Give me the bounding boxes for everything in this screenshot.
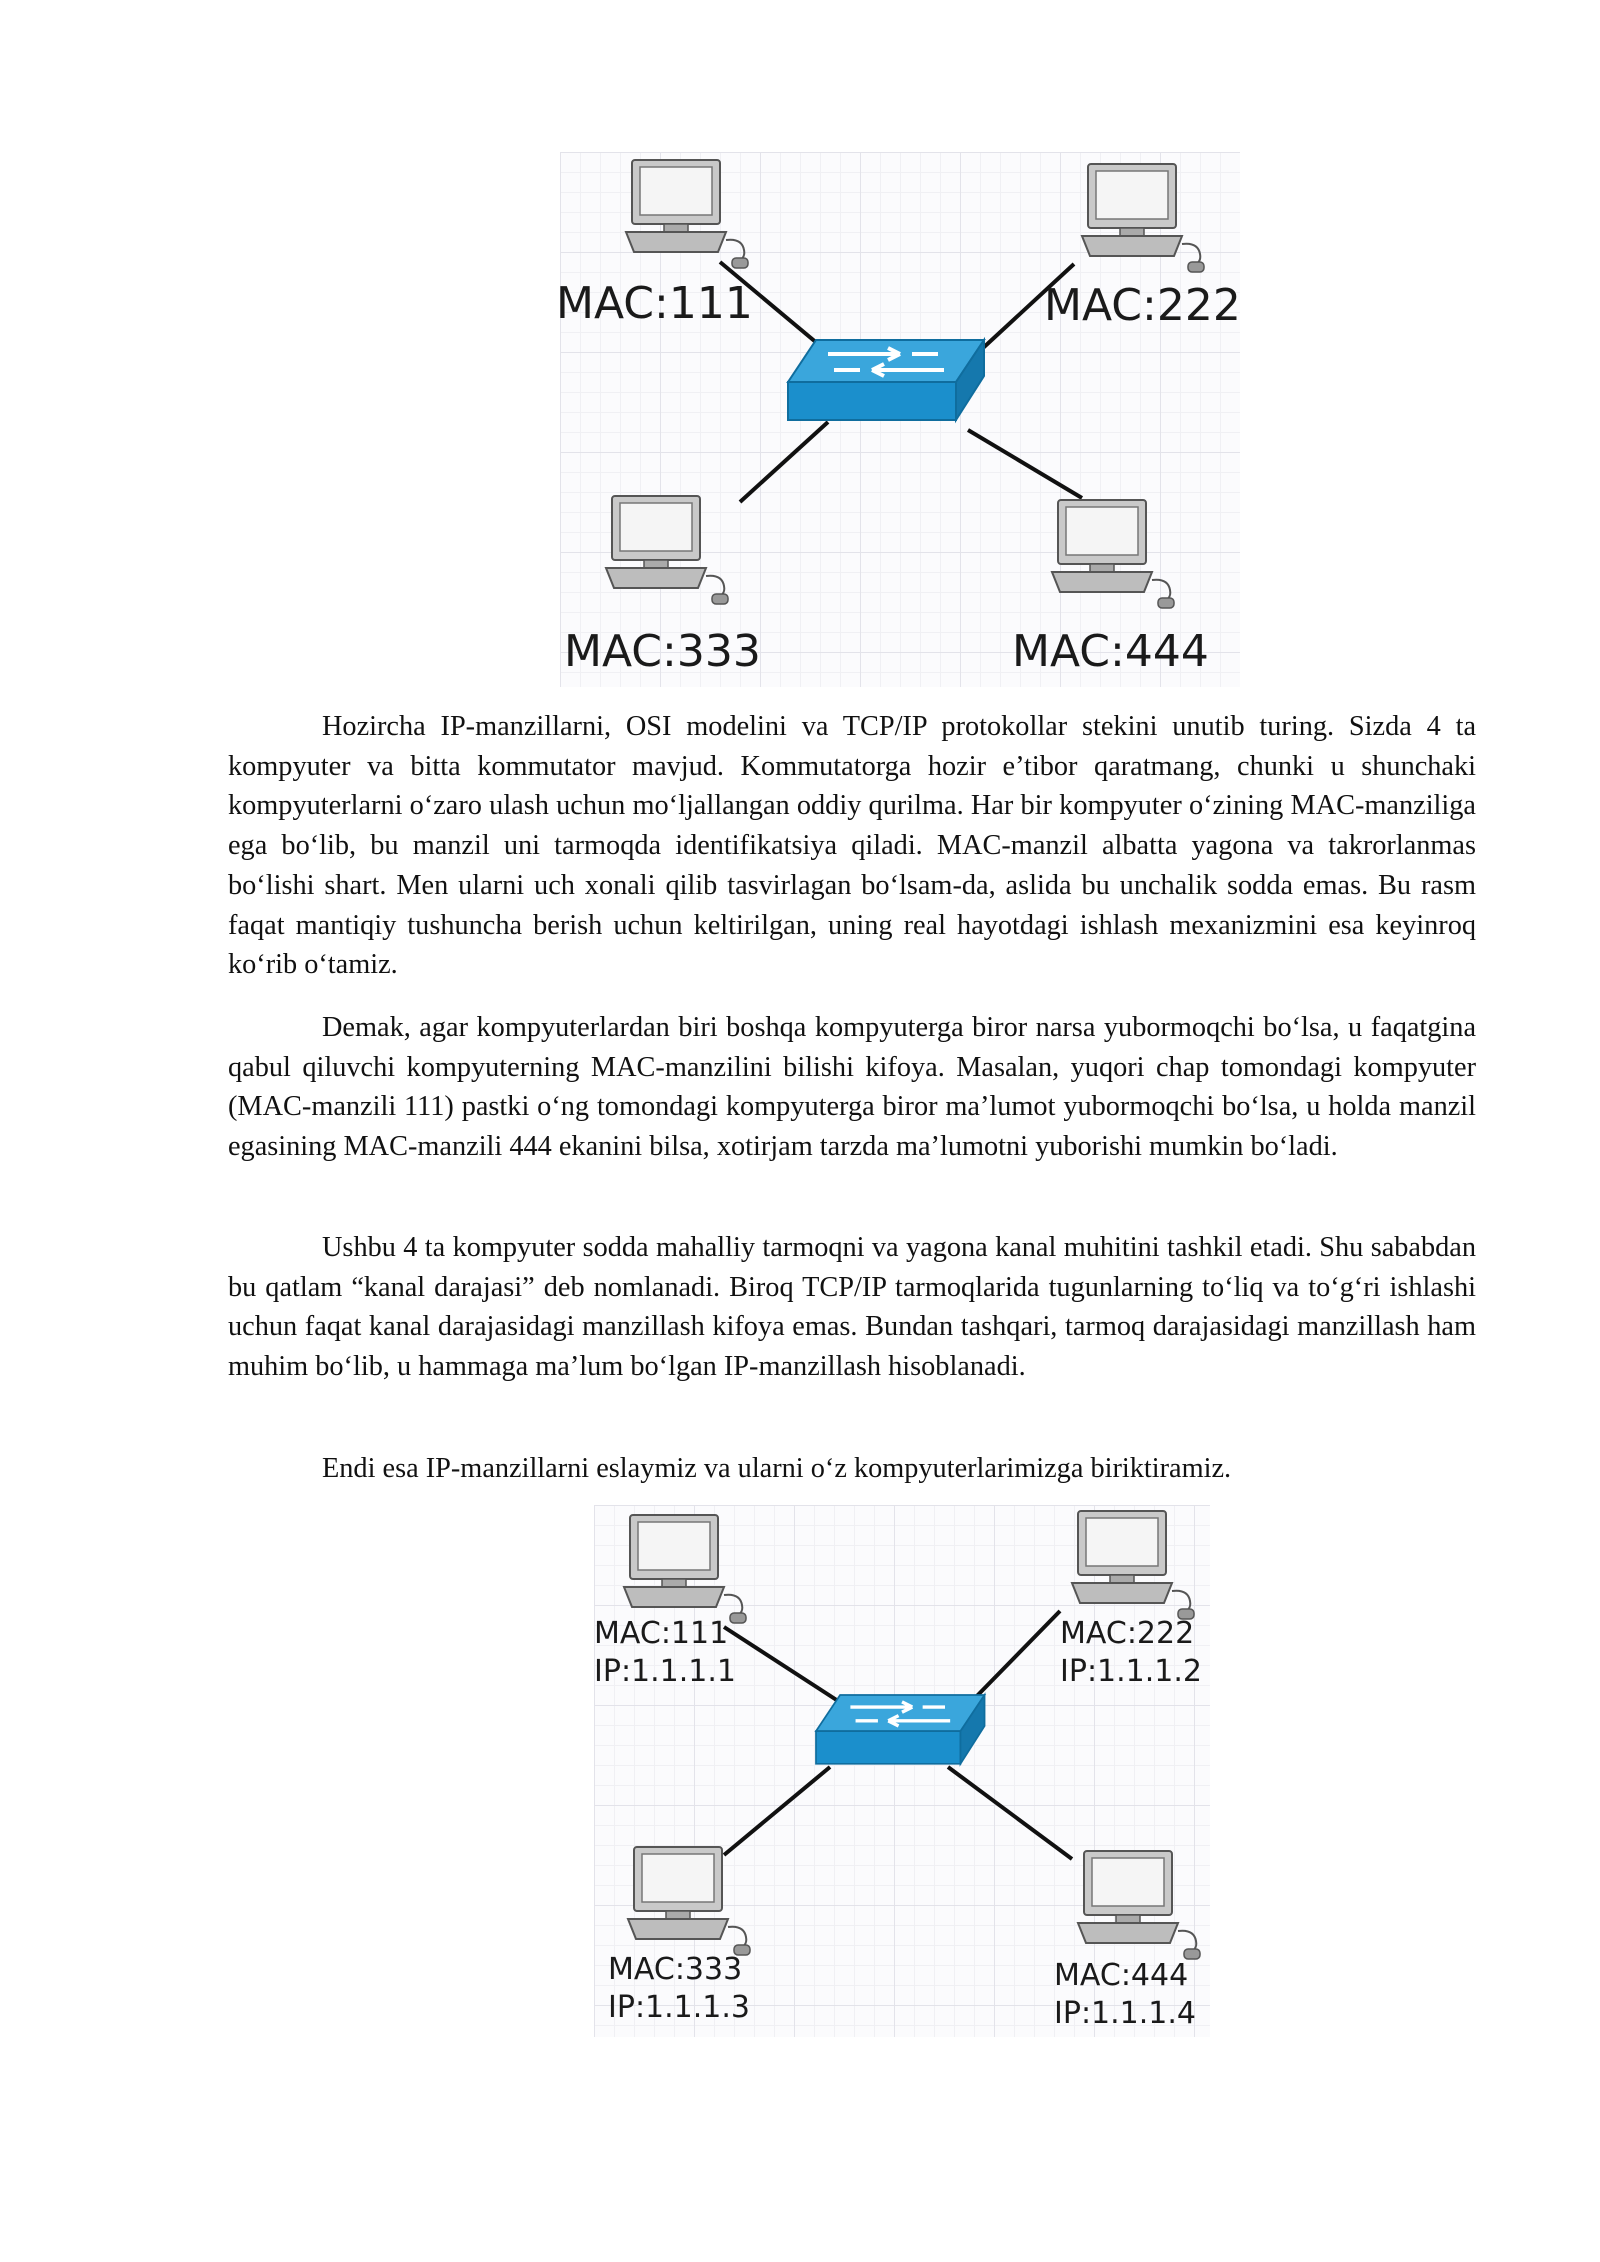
computer-icon-4	[1077, 1850, 1201, 1960]
node-label-1: MAC:111	[556, 278, 753, 329]
node-label-3: MAC:333	[564, 626, 761, 677]
node-2-mac: MAC:222	[1060, 1616, 1195, 1651]
network-diagram-ip: MAC:111 IP:1.1.1.1 MAC:222 IP:1.1.1.2 MA…	[594, 1505, 1210, 2037]
network-diagram-ip-svg	[623, 1510, 1201, 1960]
link-pc3	[722, 1765, 832, 1857]
node-label-1: MAC:111 IP:1.1.1.1	[594, 1615, 736, 1690]
link-pc4	[946, 1765, 1074, 1861]
node-label-3: MAC:333 IP:1.1.1.3	[608, 1951, 750, 2026]
computer-icon-3	[627, 1846, 751, 1956]
paragraph-3: Ushbu 4 ta kompyuter sodda mahalliy tarm…	[228, 1232, 1476, 1383]
computer-icon-2	[1071, 1510, 1195, 1620]
node-3-mac: MAC:333	[608, 1952, 743, 1987]
computer-icon-1	[623, 1514, 747, 1624]
node-label-4: MAC:444	[1012, 626, 1209, 677]
paragraph-1: Hozircha IP-manzillarni, OSI modelini va…	[228, 711, 1476, 981]
node-4-mac: MAC:444	[1054, 1958, 1189, 1993]
computer-icon-2	[1081, 163, 1205, 273]
link-pc1	[722, 1625, 854, 1712]
switch-icon	[814, 1693, 987, 1766]
node-3-ip: IP:1.1.1.3	[608, 1989, 751, 2025]
network-diagram-mac-svg	[605, 159, 1205, 609]
paragraph-4: Endi esa IP-manzillarni eslaymiz va ular…	[322, 1453, 1232, 1484]
computer-icon-1	[625, 159, 749, 269]
switch-icon	[786, 338, 986, 422]
node-1-ip: IP:1.1.1.1	[594, 1653, 737, 1689]
node-1-mac: MAC:111	[594, 1616, 729, 1651]
link-pc2	[970, 1609, 1062, 1703]
link-pc2	[968, 262, 1076, 362]
node-4-ip: IP:1.1.1.4	[1054, 1995, 1197, 2031]
node-label-2: MAC:222	[1044, 280, 1241, 331]
link-pc3	[738, 420, 830, 504]
node-label-4: MAC:444 IP:1.1.1.4	[1054, 1957, 1196, 2032]
paragraph-2: Demak, agar kompyuterlardan biri boshqa …	[228, 1012, 1476, 1163]
node-2-ip: IP:1.1.1.2	[1060, 1653, 1203, 1689]
computer-icon-4	[1051, 499, 1175, 609]
node-label-2: MAC:222 IP:1.1.1.2	[1060, 1615, 1202, 1690]
link-pc4	[966, 428, 1084, 500]
computer-icon-3	[605, 495, 729, 605]
network-diagram-mac: MAC:111 MAC:222 MAC:333 MAC:444	[556, 152, 1241, 687]
